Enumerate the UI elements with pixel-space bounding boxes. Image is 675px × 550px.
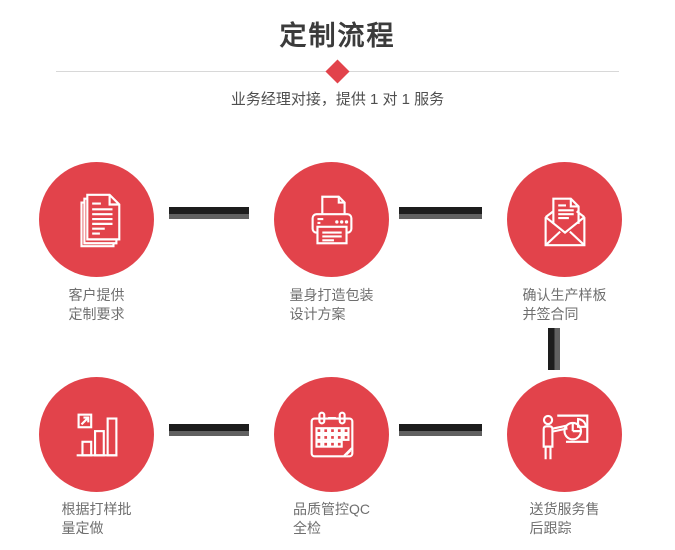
connector-vertical (548, 328, 560, 370)
step-label: 品质管控QC 全检 (293, 500, 370, 538)
step-label-line1: 品质管控QC (293, 501, 370, 517)
bar-chart-icon (66, 404, 128, 466)
step-label: 客户提供 定制要求 (69, 286, 125, 324)
step-label-line1: 根据打样批 (61, 501, 132, 517)
calendar-icon (301, 404, 363, 466)
step-label: 根据打样批 量定做 (62, 500, 132, 538)
step-label-line2: 全检 (293, 520, 321, 536)
step-label: 送货服务售 后跟踪 (530, 500, 600, 538)
step-label: 确认生产样板 并签合同 (523, 286, 607, 324)
documents-icon (66, 189, 128, 251)
step-packaging-design: 量身打造包装 设计方案 (274, 162, 389, 322)
step-circle (274, 377, 389, 492)
step-confirm-sample-contract: 确认生产样板 并签合同 (507, 162, 622, 322)
printer-icon (301, 189, 363, 251)
step-delivery-after-sales: 送货服务售 后跟踪 (507, 377, 622, 536)
connector-horizontal-4 (399, 424, 482, 436)
subtitle: 业务经理对接，提供 1 对 1 服务 (230, 91, 445, 108)
step-circle (39, 162, 154, 277)
step-label-line1: 送货服务售 (529, 501, 600, 517)
connector-horizontal-2 (399, 207, 482, 219)
step-customer-requirements: 客户提供 定制要求 (39, 162, 154, 322)
step-circle (507, 162, 622, 277)
step-label-line1: 客户提供 (68, 287, 125, 303)
step-label-line2: 量定做 (61, 520, 104, 536)
step-label-line1: 确认生产样板 (522, 287, 607, 303)
diamond-icon (325, 59, 350, 84)
step-circle (39, 377, 154, 492)
connector-horizontal-1 (169, 207, 249, 219)
envelope-icon (534, 189, 596, 251)
step-circle (274, 162, 389, 277)
step-label: 量身打造包装 设计方案 (290, 286, 374, 324)
step-label-line1: 量身打造包装 (289, 287, 374, 303)
page-title: 定制流程 (279, 21, 396, 51)
step-batch-production: 根据打样批 量定做 (39, 377, 154, 536)
step-label-line2: 定制要求 (68, 306, 125, 322)
step-circle (507, 377, 622, 492)
step-label-line2: 后跟踪 (529, 520, 572, 536)
step-label-line2: 并签合同 (522, 306, 579, 322)
step-label-line2: 设计方案 (289, 306, 346, 322)
step-quality-control: 品质管控QC 全检 (274, 377, 389, 536)
connector-horizontal-3 (169, 424, 249, 436)
presentation-icon (534, 404, 596, 466)
